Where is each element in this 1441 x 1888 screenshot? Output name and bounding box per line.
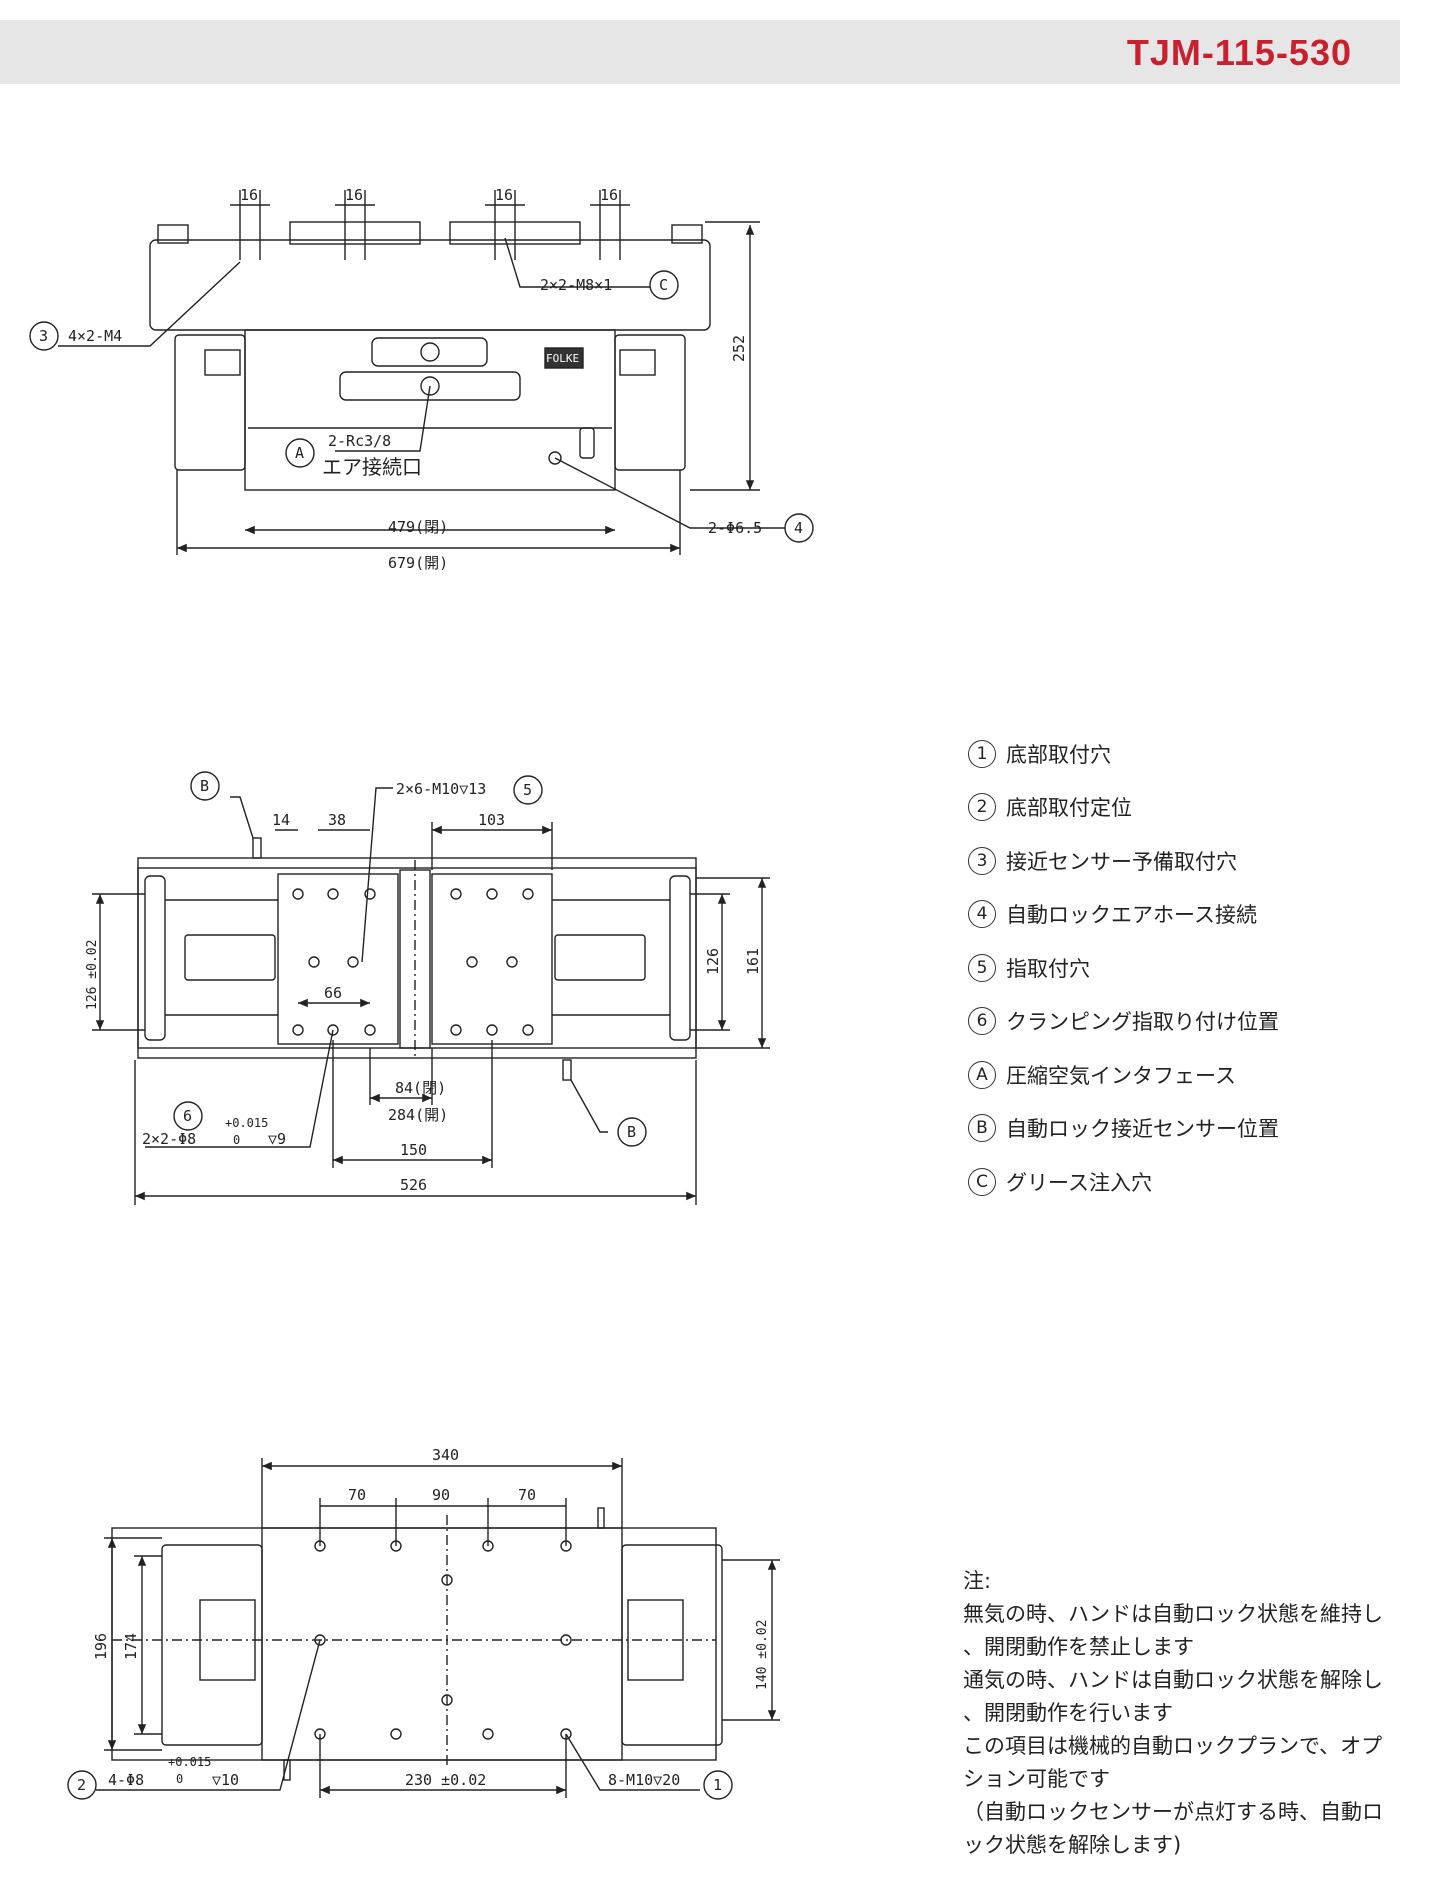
top-dim-126: 126 <box>704 948 722 975</box>
legend-badge: 2 <box>968 793 996 822</box>
notes-title: 注: <box>963 1569 992 1593</box>
bottom-dim-230: 230 ±0.02 <box>405 1771 486 1789</box>
front-callout-c: C <box>659 276 668 294</box>
top-callout-6: 6 <box>183 1107 192 1125</box>
legend-label: グリース注入穴 <box>1006 1170 1152 1195</box>
legend-item: 2 底部取付定位 <box>968 781 1388 835</box>
legend-badge: 6 <box>968 1007 996 1036</box>
front-callout-4: 4 <box>794 519 803 537</box>
notes-line: 通気の時、ハンドは自動ロック状態を解除し <box>963 1668 1383 1692</box>
legend-item: 3 接近センサー予備取付穴 <box>968 834 1388 888</box>
bottom-dim-90: 90 <box>432 1486 450 1504</box>
notes-line: この項目は機械的自動ロックプランで、オプ <box>963 1734 1383 1758</box>
front-callout-3: 3 <box>39 327 48 345</box>
notes-line: 、開閉動作を禁止します <box>963 1635 1194 1659</box>
front-note-3: 4×2-M4 <box>68 327 122 345</box>
front-dim-height: 252 <box>730 335 748 362</box>
top-note-5: 2×6-M10▽13 <box>396 780 486 798</box>
bottom-depth-2: ▽10 <box>212 1771 239 1789</box>
top-callout-b-1: B <box>200 777 209 795</box>
legend-label: 底部取付穴 <box>1006 742 1111 767</box>
front-note-c: 2×2-M8×1 <box>540 276 612 294</box>
notes-block: 注: 無気の時、ハンドは自動ロック状態を維持し 、開閉動作を禁止します 通気の時… <box>963 1565 1423 1862</box>
front-view <box>58 190 785 555</box>
legend-badge: 3 <box>968 846 996 875</box>
legend-label: クランピング指取り付け位置 <box>1006 1010 1279 1035</box>
bottom-dim-140: 140 ±0.02 <box>755 1620 770 1690</box>
top-tol-6: +0.015 <box>225 1116 268 1130</box>
front-dim-16-a: 16 <box>240 186 258 204</box>
legend-badge: 4 <box>968 900 996 929</box>
top-depth-6: ▽9 <box>268 1130 286 1148</box>
legend-label: 自動ロックエアホース接続 <box>1006 903 1257 928</box>
legend-badge: A <box>968 1060 996 1089</box>
front-dim-16-b: 16 <box>345 186 363 204</box>
notes-line: ック状態を解除します) <box>963 1833 1182 1857</box>
legend-label: 底部取付定位 <box>1006 796 1132 821</box>
top-dim-126-tol: 126 ±0.02 <box>85 940 100 1010</box>
notes-line: 無気の時、ハンドは自動ロック状態を維持し <box>963 1602 1383 1626</box>
notes-line: （自動ロックセンサーが点灯する時、自動ロ <box>963 1800 1383 1824</box>
top-tol-6b: 0 <box>233 1133 240 1147</box>
top-dim-103: 103 <box>478 811 505 829</box>
bottom-dim-340: 340 <box>432 1446 459 1464</box>
front-note-a2: エア接続口 <box>322 455 422 479</box>
front-dim-16-d: 16 <box>600 186 618 204</box>
legend-item: 5 指取付穴 <box>968 941 1388 995</box>
legend-badge: 5 <box>968 953 996 982</box>
legend-item: 4 自動ロックエアホース接続 <box>968 888 1388 942</box>
notes-line: ション可能です <box>963 1767 1110 1791</box>
legend-item: 6 クランピング指取り付け位置 <box>968 995 1388 1049</box>
top-callout-5: 5 <box>523 781 532 799</box>
legend-label: 圧縮空気インタフェース <box>1006 1063 1236 1088</box>
top-dim-526: 526 <box>400 1176 427 1194</box>
bottom-note-1: 8-M10▽20 <box>608 1771 680 1789</box>
top-dim-38: 38 <box>328 811 346 829</box>
legend-badge: 1 <box>968 739 996 768</box>
top-callout-b-2: B <box>627 1123 636 1141</box>
bottom-note-2: 4-Φ8 <box>108 1771 144 1789</box>
top-dim-150: 150 <box>400 1141 427 1159</box>
legend-label: 自動ロック接近センサー位置 <box>1006 1117 1279 1142</box>
legend-badge: B <box>968 1114 996 1143</box>
legend-label: 接近センサー予備取付穴 <box>1006 849 1237 874</box>
front-callout-a: A <box>295 444 304 462</box>
bottom-tol-2b: 0 <box>176 1772 183 1786</box>
legend-badge: C <box>968 1167 996 1196</box>
front-note-4: 2-Φ6.5 <box>708 519 762 537</box>
legend-label: 指取付穴 <box>1006 956 1090 981</box>
legend: 1 底部取付穴 2 底部取付定位 3 接近センサー予備取付穴 4 自動ロックエアホース接… <box>968 727 1388 1209</box>
front-dim-16-c: 16 <box>495 186 513 204</box>
legend-item: 1 底部取付穴 <box>968 727 1388 781</box>
top-dim-84: 84(閉) <box>395 1079 446 1097</box>
top-view <box>92 787 770 1205</box>
legend-item: A 圧縮空気インタフェース <box>968 1048 1388 1102</box>
header-bar: TJM-115-530 <box>0 20 1400 84</box>
top-dim-66: 66 <box>324 984 342 1002</box>
model-title: TJM-115-530 <box>1126 32 1352 73</box>
front-dim-open: 679(開) <box>388 554 448 572</box>
notes-line: 、開閉動作を行います <box>963 1701 1173 1725</box>
bottom-callout-2: 2 <box>77 1776 86 1794</box>
bottom-callout-1: 1 <box>713 1776 722 1794</box>
bottom-view <box>96 1458 780 1798</box>
bottom-dim-70a: 70 <box>348 1486 366 1504</box>
bottom-tol-2: +0.015 <box>168 1755 211 1769</box>
top-dim-161: 161 <box>744 948 762 975</box>
brand-logo-text: FOLKE <box>546 352 579 365</box>
top-dim-14: 14 <box>272 811 290 829</box>
bottom-dim-174: 174 <box>122 1633 140 1660</box>
front-note-a1: 2-Rc3/8 <box>328 432 391 450</box>
bottom-dim-70b: 70 <box>518 1486 536 1504</box>
legend-item: C グリース注入穴 <box>968 1155 1388 1209</box>
top-dim-284: 284(開) <box>388 1106 448 1124</box>
bottom-dim-196: 196 <box>92 1633 110 1660</box>
front-dim-closed: 479(閉) <box>388 518 448 536</box>
top-note-6: 2×2-Φ8 <box>142 1130 196 1148</box>
legend-item: B 自動ロック接近センサー位置 <box>968 1102 1388 1156</box>
